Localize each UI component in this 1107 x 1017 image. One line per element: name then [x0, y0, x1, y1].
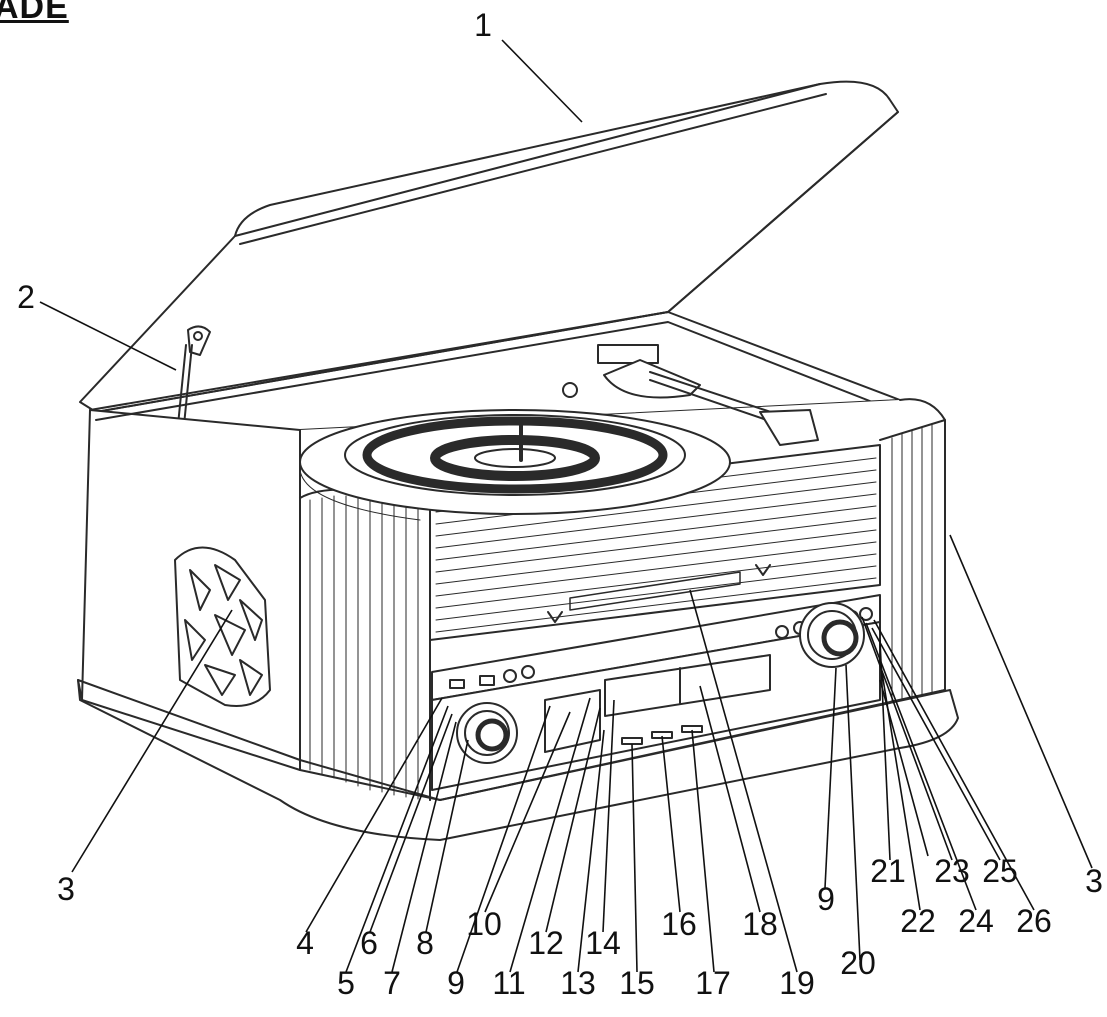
callout-label-c11: 11	[492, 965, 525, 1001]
callout-label-c6: 6	[360, 925, 378, 961]
callout-label-c3b: 3	[1085, 863, 1103, 899]
callout-label-c10: 10	[466, 906, 502, 942]
callout-label-c2: 2	[17, 279, 35, 315]
volume-knob	[456, 702, 518, 764]
callout-label-c22: 22	[900, 903, 936, 939]
speaker-grille-lines	[435, 457, 877, 633]
turntable-platter	[299, 409, 731, 521]
control-panel	[431, 564, 881, 791]
callout-label-c18: 18	[742, 906, 778, 942]
lid	[79, 80, 899, 413]
callout-label-c5: 5	[337, 965, 355, 1001]
side-speaker-cutout	[174, 546, 271, 707]
left-pillar-ribs	[309, 495, 419, 800]
page-heading: ADE	[0, 0, 69, 26]
callout-label-c15: 15	[619, 965, 655, 1001]
callout-label-c9a: 9	[447, 965, 465, 1001]
callout-label-c4: 4	[296, 925, 314, 961]
callout-label-c9b: 9	[817, 881, 835, 917]
callout-label-c19: 19	[779, 965, 815, 1001]
leader-lines	[39, 39, 1093, 973]
callout-label-c14: 14	[585, 925, 621, 961]
callout-label-c20: 20	[840, 945, 876, 981]
callout-label-c3a: 3	[57, 871, 75, 907]
right-pillar-ribs	[891, 423, 933, 703]
callout-label-c17: 17	[695, 965, 731, 1001]
callout-label-c1: 1	[474, 7, 492, 43]
callout-label-c21: 21	[870, 853, 906, 889]
callout-label-c24: 24	[958, 903, 994, 939]
callout-label-c25: 25	[982, 853, 1018, 889]
callout-label-c13: 13	[560, 965, 596, 1001]
callout-label-c23: 23	[934, 853, 970, 889]
tonearm	[562, 344, 819, 446]
tuning-knob	[799, 602, 865, 668]
callout-label-c16: 16	[661, 906, 697, 942]
callout-label-c26: 26	[1016, 903, 1052, 939]
callout-label-c7: 7	[383, 965, 401, 1001]
callout-label-c12: 12	[528, 925, 564, 961]
callout-label-c8: 8	[416, 925, 434, 961]
